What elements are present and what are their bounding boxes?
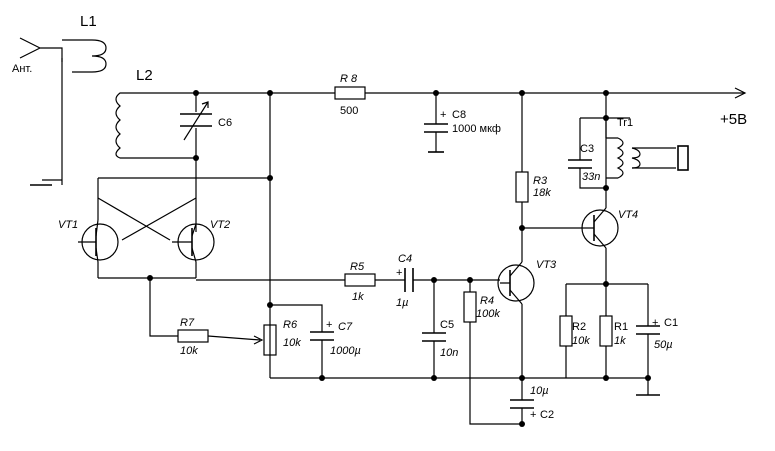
label-r1-value: 1k (614, 335, 626, 347)
label-c5-value: 10n (440, 347, 458, 359)
label-l2: L2 (136, 67, 153, 84)
capacitor-c5 (422, 280, 446, 378)
resistor-r1 (599, 284, 613, 378)
label-r4-value: 100k (476, 308, 500, 320)
label-r3-value: 18k (533, 187, 551, 199)
label-c7: C7 (338, 321, 353, 333)
label-c4-value: 1µ (396, 297, 408, 309)
antenna (19, 37, 63, 59)
label-c1-value: 50µ (654, 339, 673, 351)
label-vt3: VT3 (536, 259, 557, 271)
resistor-r7 (177, 329, 264, 345)
label-r7-value: 10k (180, 345, 198, 357)
inductor-l2 (115, 92, 196, 159)
label-tr1: Tr1 (617, 117, 633, 129)
resistor-r6 (263, 324, 277, 356)
capacitor-c4 (404, 268, 414, 292)
r6-to-c7 (270, 304, 323, 332)
transistor-vt2 (172, 223, 215, 278)
label-r2: R2 (572, 321, 586, 333)
capacitor-c8 (424, 93, 448, 153)
label-c2: C2 (540, 409, 554, 421)
plus5v-arrow (734, 87, 747, 99)
label-c3-value: 33n (582, 171, 600, 183)
label-r2-value: 10k (572, 335, 590, 347)
label-r6: R6 (283, 319, 298, 331)
label-c8-plus: + (440, 109, 446, 121)
label-r1: R1 (614, 321, 628, 333)
label-c8-value: 1000 мкф (452, 123, 501, 135)
transistor-vt1 (78, 219, 119, 278)
label-r7: R7 (180, 317, 195, 329)
label-c7-plus: + (326, 319, 332, 331)
label-c7-value: 1000µ (330, 345, 361, 357)
transformer-tr1 (580, 117, 689, 179)
capacitor-c3 (568, 118, 606, 189)
junction-dots (147, 90, 651, 427)
label-r5: R5 (350, 261, 365, 273)
label-r3: R3 (533, 175, 548, 187)
label-plus5v: +5B (720, 111, 747, 128)
label-c2-plus: + (530, 409, 536, 421)
label-r6-value: 10k (283, 337, 301, 349)
capacitor-c1 (636, 284, 660, 378)
label-vt1: VT1 (58, 219, 78, 231)
label-c4-plus: + (396, 267, 402, 279)
resistor-r8 (334, 86, 366, 100)
label-l1: L1 (80, 13, 97, 30)
resistor-r3 (515, 171, 529, 203)
label-c4: C4 (398, 253, 412, 265)
label-r4: R4 (480, 295, 494, 307)
capacitor-c6 (150, 92, 212, 158)
resistor-r5 (344, 273, 376, 287)
label-vt2: VT2 (210, 219, 230, 231)
label-vt4: VT4 (618, 209, 638, 221)
label-c8: C8 (452, 109, 466, 121)
label-c1-plus: + (652, 317, 658, 329)
label-r8-value: 500 (340, 105, 358, 117)
label-c6: C6 (218, 117, 232, 129)
label-ant: Ант. (12, 63, 32, 75)
transistor-vt3 (497, 261, 535, 305)
label-r5-value: 1k (352, 291, 364, 303)
label-c2-value: 10µ (530, 385, 549, 397)
label-c3: C3 (580, 143, 594, 155)
mv-cross-coupling (97, 197, 197, 241)
resistor-r2 (559, 284, 573, 378)
label-c5: C5 (440, 319, 454, 331)
inductor-l1 (30, 39, 107, 186)
label-r8: R 8 (340, 73, 358, 85)
label-c1: C1 (664, 317, 678, 329)
transistor-vt4 (581, 207, 619, 249)
capacitor-c7 (310, 331, 334, 378)
